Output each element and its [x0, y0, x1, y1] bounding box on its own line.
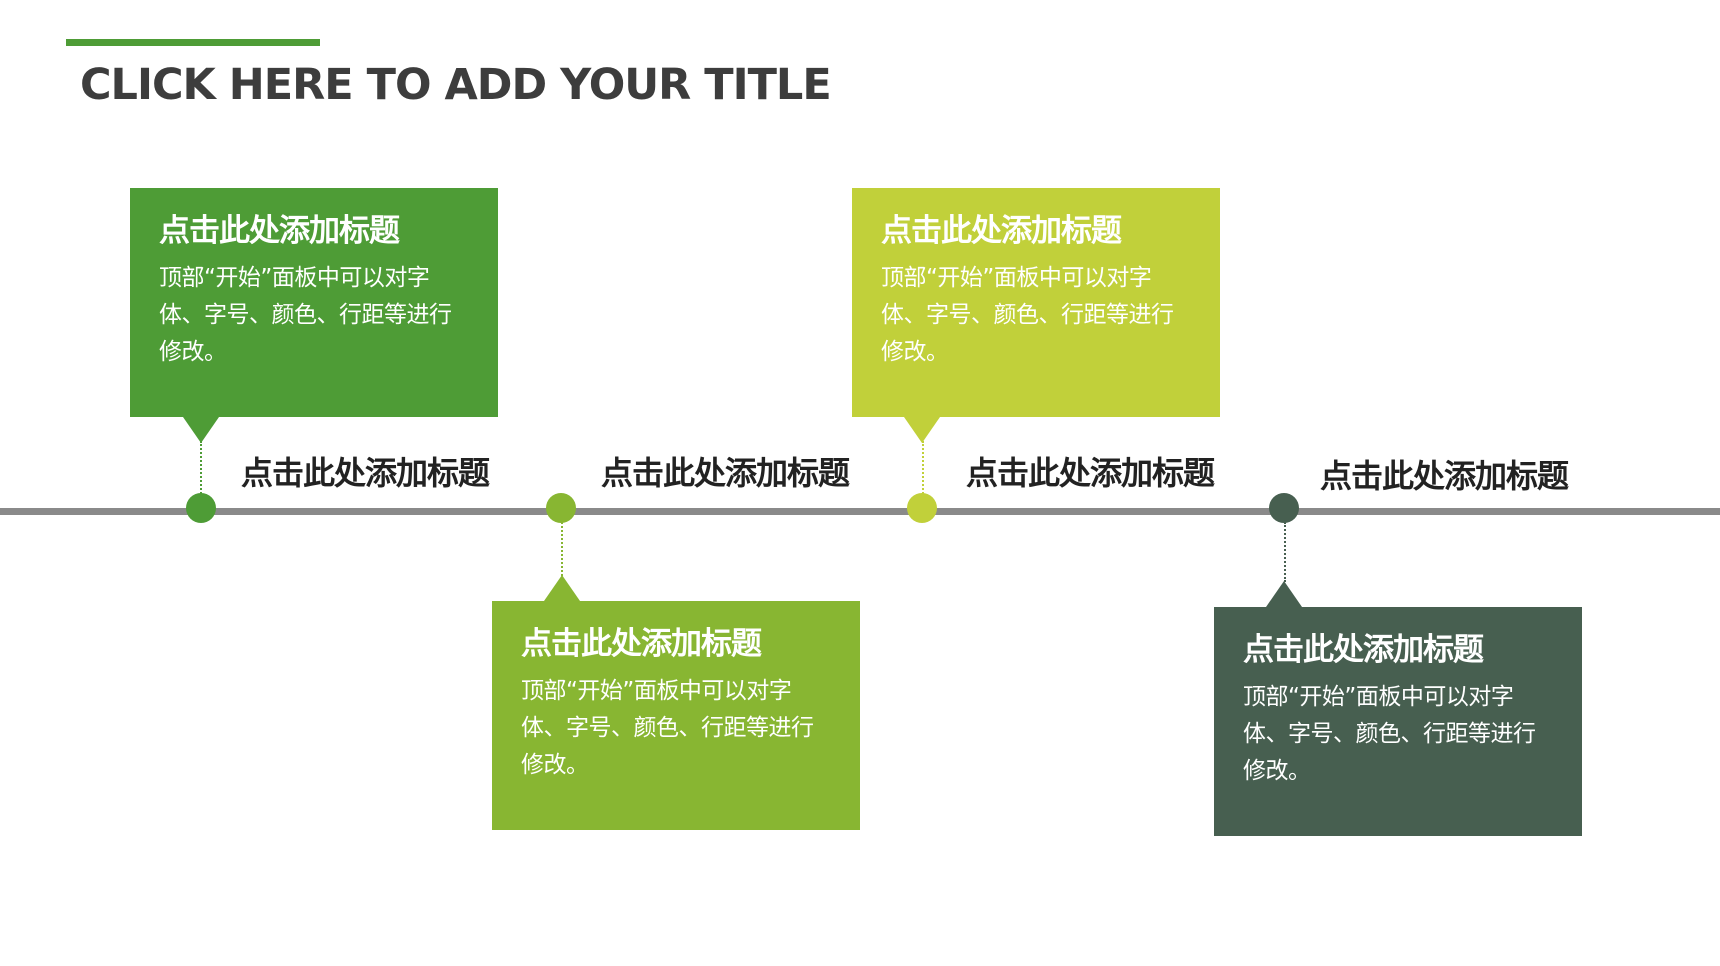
milestone-box-1-title[interactable]: 点击此处添加标题 [159, 213, 400, 249]
milestone-box-4-body[interactable]: 顶部“开始”面板中可以对字体、字号、颜色、行距等进行修改。 [1243, 684, 1536, 784]
milestone-box-4-pointer [1266, 581, 1302, 607]
milestone-label-2[interactable]: 点击此处添加标题 [601, 454, 850, 492]
milestone-box-2-pointer [544, 575, 580, 601]
milestone-4-dot [1269, 493, 1299, 523]
milestone-box-4-title[interactable]: 点击此处添加标题 [1243, 632, 1484, 668]
milestone-3-connector [922, 441, 924, 501]
milestone-label-3[interactable]: 点击此处添加标题 [966, 454, 1215, 492]
milestone-box-2-body[interactable]: 顶部“开始”面板中可以对字体、字号、颜色、行距等进行修改。 [521, 678, 814, 778]
milestone-box-3[interactable]: 点击此处添加标题 顶部“开始”面板中可以对字体、字号、颜色、行距等进行修改。 [852, 188, 1220, 417]
slide-title[interactable]: CLICK HERE TO ADD YOUR TITLE [80, 60, 832, 110]
milestone-box-1-pointer [183, 417, 219, 443]
milestone-box-1[interactable]: 点击此处添加标题 顶部“开始”面板中可以对字体、字号、颜色、行距等进行修改。 [130, 188, 498, 417]
timeline-line [0, 508, 1720, 515]
milestone-label-1[interactable]: 点击此处添加标题 [241, 454, 490, 492]
milestone-3-dot [907, 493, 937, 523]
title-accent-bar [66, 39, 320, 46]
milestone-box-2[interactable]: 点击此处添加标题 顶部“开始”面板中可以对字体、字号、颜色、行距等进行修改。 [492, 601, 860, 830]
milestone-box-3-pointer [904, 417, 940, 443]
milestone-2-dot [546, 493, 576, 523]
milestone-box-3-body[interactable]: 顶部“开始”面板中可以对字体、字号、颜色、行距等进行修改。 [881, 265, 1174, 365]
milestone-1-connector [200, 441, 202, 501]
milestone-2-connector [561, 522, 563, 576]
milestone-label-4[interactable]: 点击此处添加标题 [1320, 457, 1569, 495]
milestone-box-2-title[interactable]: 点击此处添加标题 [521, 626, 762, 662]
milestone-box-1-body[interactable]: 顶部“开始”面板中可以对字体、字号、颜色、行距等进行修改。 [159, 265, 452, 365]
milestone-box-4[interactable]: 点击此处添加标题 顶部“开始”面板中可以对字体、字号、颜色、行距等进行修改。 [1214, 607, 1582, 836]
milestone-box-3-title[interactable]: 点击此处添加标题 [881, 213, 1122, 249]
milestone-4-connector [1284, 522, 1286, 582]
milestone-1-dot [186, 493, 216, 523]
